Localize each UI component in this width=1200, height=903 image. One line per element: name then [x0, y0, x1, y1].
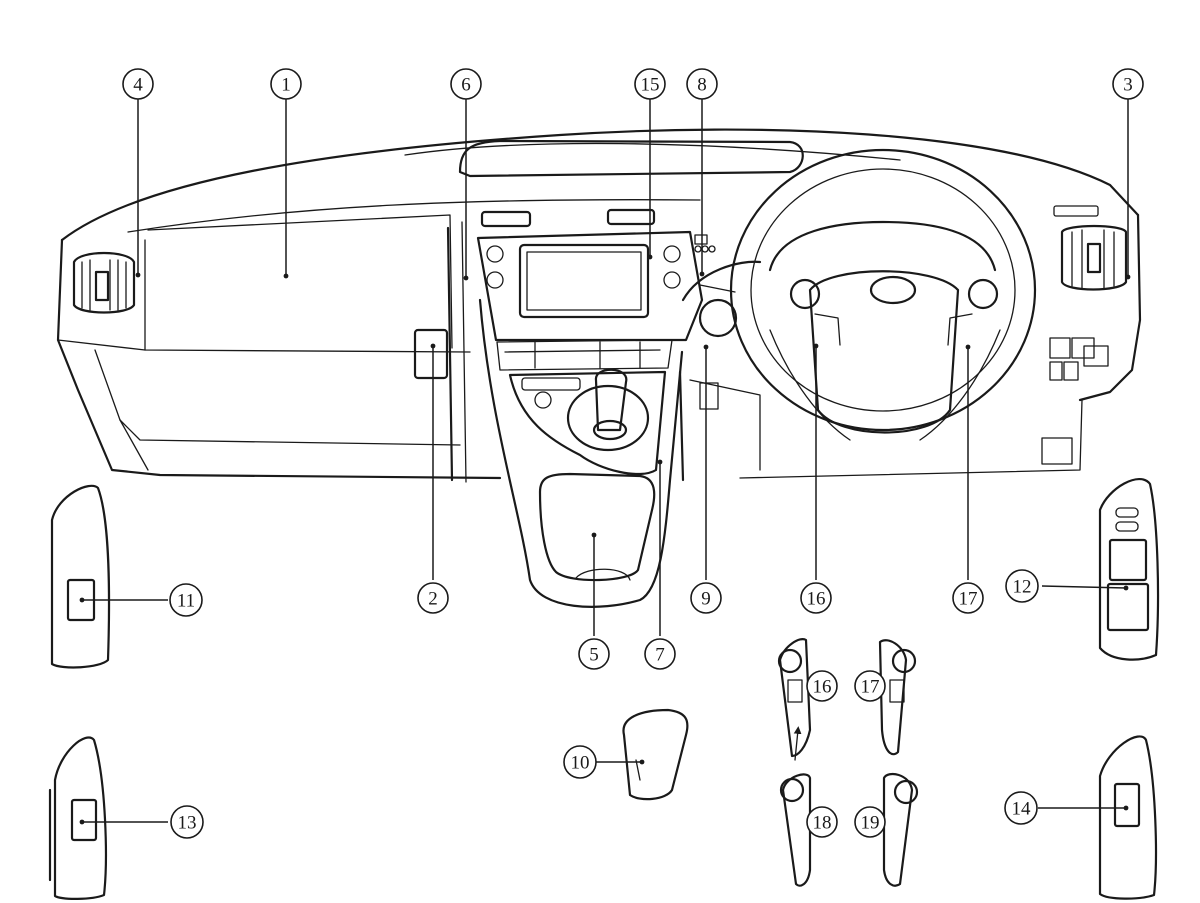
callout-label: 15 [641, 75, 660, 96]
door-switch-panel-14 [1098, 735, 1158, 900]
callout-label: 18 [813, 813, 832, 834]
dashboard-outline [56, 128, 1142, 608]
callout-label: 12 [1013, 577, 1032, 598]
callout-label: 16 [807, 589, 826, 610]
callout-label: 11 [177, 591, 195, 612]
callout-label: 17 [959, 589, 978, 610]
spoke-switch-right [878, 639, 919, 887]
callout-12: 12 [1005, 569, 1039, 603]
callout-label: 1 [281, 75, 291, 96]
right-vent-slats [1071, 229, 1115, 289]
door-switch-panel-11 [50, 484, 111, 669]
callout-label: 14 [1012, 799, 1032, 820]
callout-label: 6 [461, 75, 471, 96]
callout-label: 7 [655, 645, 665, 666]
callout-label: 8 [697, 75, 707, 96]
callout-10: 10 [563, 745, 597, 779]
callout-5: 5 [578, 638, 610, 670]
callout-16-detail: 16 [806, 670, 838, 702]
callout-15: 15 [634, 68, 666, 100]
callout-16: 16 [800, 582, 832, 614]
callout-3: 3 [1112, 68, 1144, 100]
part-10 [622, 708, 689, 801]
callout-7: 7 [644, 638, 676, 670]
callout-label: 19 [861, 813, 880, 834]
callout-label: 9 [701, 589, 711, 610]
callout-label: 16 [813, 677, 832, 698]
callout-label: 3 [1123, 75, 1133, 96]
leader-lines [79, 99, 1131, 825]
callouts: 4 1 6 15 8 3 2 5 [122, 68, 1144, 839]
callout-1: 1 [270, 68, 302, 100]
door-switch-panel-13 [48, 736, 107, 900]
callout-17-detail: 17 [854, 670, 886, 702]
callout-label: 4 [133, 75, 143, 96]
callout-13: 13 [170, 805, 204, 839]
callout-label: 2 [428, 589, 438, 610]
callout-18: 18 [806, 806, 838, 838]
door-switch-panel-12 [1098, 478, 1160, 661]
left-vent-slats [81, 259, 127, 311]
callout-17: 17 [952, 582, 984, 614]
callout-2: 2 [417, 582, 449, 614]
callout-label: 10 [571, 753, 590, 774]
callout-label: 17 [861, 677, 880, 698]
callout-label: 5 [589, 645, 599, 666]
callout-11: 11 [169, 583, 203, 617]
spoke-switch-left [777, 638, 812, 887]
callout-6: 6 [450, 68, 482, 100]
callout-label: 13 [178, 813, 197, 834]
callout-8: 8 [686, 68, 718, 100]
callout-9: 9 [690, 582, 722, 614]
callout-4: 4 [122, 68, 154, 100]
callout-14: 14 [1004, 791, 1038, 825]
callout-19: 19 [854, 806, 886, 838]
